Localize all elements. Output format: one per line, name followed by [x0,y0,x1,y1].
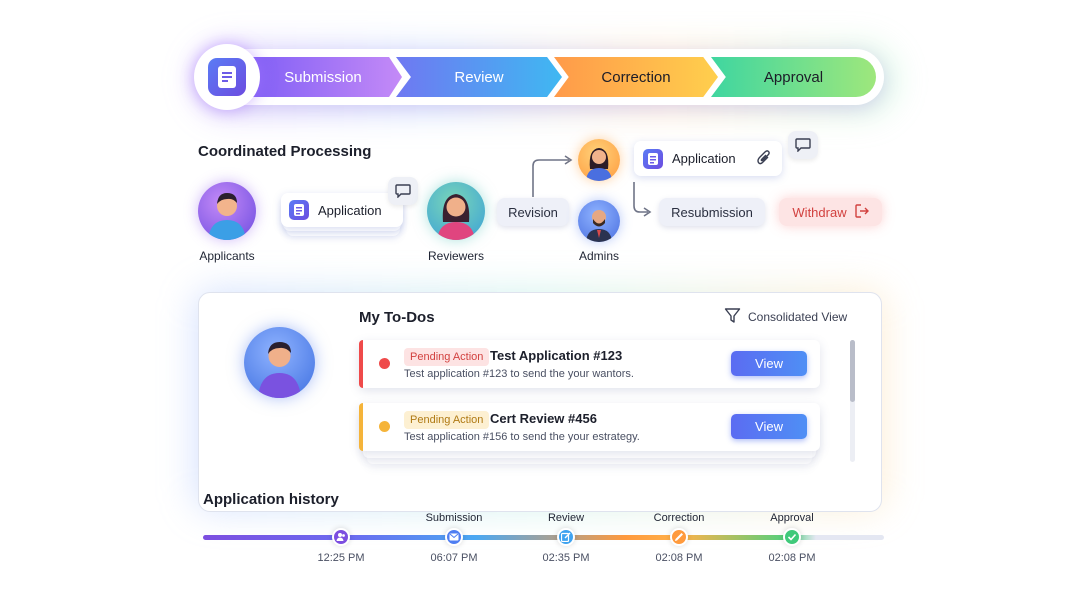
history-label-review: Review [547,512,585,524]
status-dot [379,421,390,432]
step-review-label: Review [454,68,504,86]
admins-label: Admins [578,249,619,263]
pencil-icon[interactable] [670,528,688,546]
todo-item[interactable]: Pending Action Cert Review #456 Test app… [359,403,820,451]
view-button[interactable]: View [731,414,807,439]
application-attachment-label: Application [672,151,736,166]
document-badge [194,44,260,110]
pending-action-badge: Pending Action [404,348,490,366]
revision-label: Revision [508,204,558,220]
history-time: 02:08 PM [768,552,816,564]
document-icon [643,148,663,169]
step-correction[interactable]: Correction [554,57,718,97]
history-time: 06:07 PM [430,552,478,564]
step-submission[interactable]: Submission [240,57,402,97]
todo-item[interactable]: Pending Action Test Application #123 Tes… [359,340,820,388]
user-group-icon[interactable] [332,528,350,546]
step-approval[interactable]: Approval [711,57,876,97]
revision-chip[interactable]: Revision [497,198,569,226]
history-time: 02:35 PM [542,552,590,564]
step-review[interactable]: Review [396,57,562,97]
scrollbar-track[interactable] [850,340,855,462]
logout-icon [854,203,869,221]
application-attachment-card[interactable]: Application [634,141,782,176]
status-dot [379,358,390,369]
history-time: 02:08 PM [655,552,703,564]
consolidated-view-filter[interactable]: Consolidated View [724,307,847,327]
application-card[interactable]: Application [281,193,403,227]
document-icon [208,58,246,96]
step-approval-label: Approval [763,68,824,86]
admin-avatar [578,200,620,242]
history-label-correction: Correction [653,512,705,524]
view-button[interactable]: View [731,351,807,376]
document-icon [289,200,309,220]
todo-accent [359,340,363,388]
todos-title: My To-Dos [359,309,435,326]
reviewer-avatar [427,182,485,240]
resubmission-chip[interactable]: Resubmission [659,198,765,226]
pending-action-badge: Pending Action [404,411,490,429]
paperclip-icon[interactable] [756,149,772,170]
workflow-stepper: Submission Review Correction Approval [198,49,884,105]
todo-description: Test application #156 to send the your e… [404,431,640,443]
todo-title: Test Application #123 [490,348,623,363]
comment-icon[interactable] [388,177,418,205]
check-icon[interactable] [783,528,801,546]
history-label-submission: Submission [425,512,483,524]
user-avatar [244,327,315,398]
filter-icon [724,307,741,327]
scrollbar-thumb[interactable] [850,340,855,402]
withdraw-label: Withdraw [792,204,847,220]
todo-panel [198,292,882,512]
history-label-approval: Approval [770,512,814,524]
reviewer-small-avatar [578,139,620,181]
application-history-title: Application history [203,491,339,508]
history-time: 12:25 PM [317,552,365,564]
todo-title: Cert Review #456 [490,411,597,426]
application-card-label: Application [318,202,382,218]
edit-icon[interactable] [557,528,575,546]
resubmission-label: Resubmission [671,204,753,220]
applicant-avatar [198,182,256,240]
envelope-icon[interactable] [445,528,463,546]
applicants-label: Applicants [199,249,255,263]
comment-icon[interactable] [788,131,818,159]
reviewers-label: Reviewers [427,249,484,263]
step-submission-label: Submission [284,68,362,86]
withdraw-button[interactable]: Withdraw [779,198,882,226]
consolidated-view-label: Consolidated View [748,310,848,324]
step-correction-label: Correction [601,68,671,86]
flow-arrows [532,155,652,217]
history-timeline [203,535,884,540]
coordinated-processing-title: Coordinated Processing [198,143,372,160]
todo-description: Test application #123 to send the your w… [404,368,634,380]
todo-accent [359,403,363,451]
